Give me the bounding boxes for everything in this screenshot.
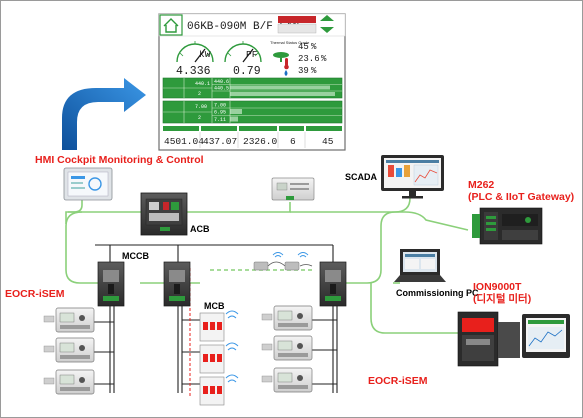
eocr-module-right-2 [273,335,313,361]
gauge1-value: 4.336 [176,65,211,78]
hmi-display-device[interactable] [63,167,113,201]
m262-plc [472,207,543,245]
network-lines [65,195,469,334]
gauge-kw: kW 4.336 [176,41,214,78]
mccb-breaker-1 [97,261,125,307]
ion9000t-meter [457,311,570,367]
thermometer-icon [284,58,289,70]
commissioning-pc-label: Commissioning PC [396,288,479,298]
eocr-module-left-1 [55,307,95,333]
mccb-breaker-3 [319,261,347,307]
acb-breaker [140,192,188,236]
eocr-sensors-left [43,315,55,385]
ion9000t-label-line2: (디지털 미터) [473,292,531,305]
eocr-module-left-2 [55,337,95,363]
eocr-left-label: EOCR-iSEM [5,288,65,300]
eocr-module-left-3 [55,369,95,395]
panel2-row2-sub: 6.95 [214,110,226,116]
scada-label: SCADA [345,172,378,182]
pct1: 45 [298,42,309,52]
gauge-pf: PF 0.79 [224,41,262,78]
mcb-module-1 [199,312,225,342]
sensor-label: Thermal Status Grade [270,40,310,45]
hmi-cockpit-label: HMI Cockpit Monitoring & Control [35,154,204,166]
sensor-icon [273,52,289,62]
panel1-row1-value: 440.1 [195,81,210,87]
eocr-sensors-right [261,313,273,383]
gauge1-unit: kW [199,49,211,60]
hmi-screen: 06KB-090M B/F FAN kW 4.336 PF 0.79 Therm… [158,13,346,151]
commissioning-pc-laptop[interactable] [394,249,446,282]
footer-value-1: 4501.04 [164,136,204,147]
hmi-panel-2: 7.00 2 7.00 6.95 7.11 [162,100,343,124]
eocr-module-right-3 [273,367,313,393]
mccb-label: MCCB [122,251,149,261]
pct2-unit: % [321,54,327,64]
mcb-label: MCB [204,301,225,311]
updown-arrows-icon[interactable] [320,15,334,33]
footer-value-3: 2326.0 [243,136,278,147]
mccb-breaker-2 [163,261,191,307]
mcb-wireless-icon [225,310,239,383]
mcb-module-3 [199,376,225,406]
hmi-panel-1: 440.1 2 440.6 440.5 [162,77,343,99]
home-icon[interactable] [159,14,183,36]
arrow-icon [62,78,146,150]
panel1-row2-sub: 440.5 [214,86,229,92]
footer-value-5: 45 [322,136,334,147]
panel1-row1-sub: 440.6 [214,79,229,85]
gauge2-unit: PF [246,49,258,60]
gauge2-value: 0.79 [233,65,261,78]
mcb-module-2 [199,344,225,374]
panel2-row3-sub: 7.11 [214,117,226,123]
gateway-module [271,177,315,201]
footer-value-4: 6 [290,136,296,147]
pct2: 23.6 [298,54,320,64]
hmi-status-box [277,23,317,34]
eocr-module-right-1 [273,305,313,331]
hmi-title: 06KB-090M B/F FAN [187,21,299,33]
panel2-row1-value: 7.00 [195,104,207,110]
footer-value-2: 437.07 [203,136,237,147]
pct1-unit: % [311,42,317,52]
sensor-cable [253,261,313,271]
panel2-row2-value: 2 [198,115,201,121]
panel1-row2-value: 2 [198,91,201,97]
pct3-unit: % [311,66,317,76]
m262-label-line1: M262 [468,179,494,191]
scada-monitor[interactable] [381,155,444,199]
hmi-footer: 4501.04 437.07 2326.0 6 45 [163,126,342,148]
hmi-status-bar [278,16,316,23]
acb-label: ACB [190,224,210,234]
ion9000t-label-line1: ION9000T [473,281,522,293]
pct3: 39 [298,66,309,76]
drop-icon [284,70,288,76]
eocr-right-label: EOCR-iSEM [368,375,428,387]
m262-label-line2: (PLC & IIoT Gateway) [468,191,574,203]
power-lines [93,244,338,393]
panel2-row1-sub: 7.00 [214,103,226,109]
wireless-icon [272,252,309,258]
